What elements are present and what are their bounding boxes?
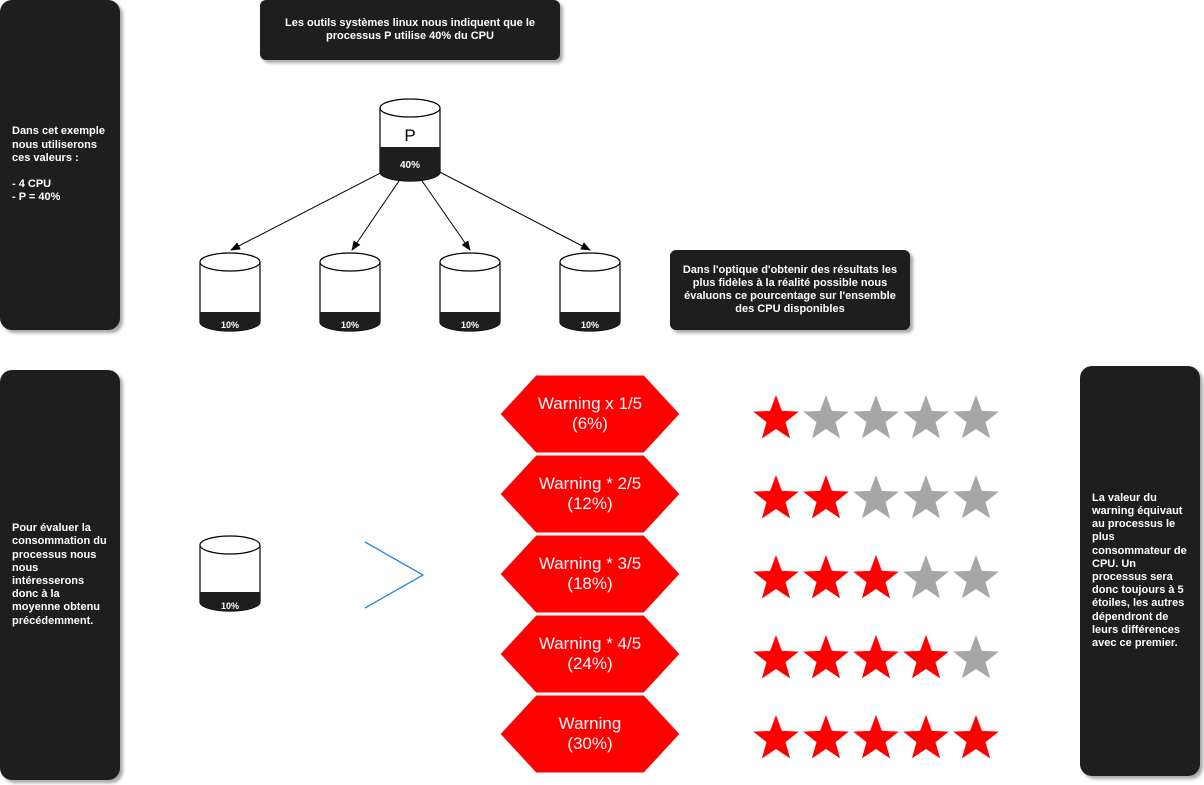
star-filled-icon — [753, 635, 799, 679]
linux-tools-text: Les outils systèmes linux nous indiquent… — [285, 16, 535, 42]
star-filled-icon — [903, 715, 949, 759]
warning-level-5: Warning (30%) — [500, 695, 680, 773]
star-rating-1 — [750, 392, 1005, 444]
star-rating-5 — [750, 712, 1005, 764]
star-filled-icon — [853, 555, 899, 599]
star-empty-icon — [953, 555, 999, 599]
cpu-cylinder-3 — [439, 252, 501, 332]
star-empty-icon — [953, 635, 999, 679]
cpu-value-3: 10% — [460, 320, 479, 330]
arrow-to-cpu-4 — [431, 167, 591, 251]
warning-scale-text: La valeur du warning équivaut au process… — [1092, 491, 1187, 649]
star-filled-icon — [753, 475, 799, 519]
star-filled-icon — [853, 715, 899, 759]
star-filled-icon — [803, 475, 849, 519]
example-values-note: Dans cet exemple nous utiliserons ces va… — [0, 0, 120, 330]
star-filled-icon — [753, 715, 799, 759]
arrow-to-cpu-3 — [419, 177, 471, 251]
star-empty-icon — [803, 395, 849, 439]
arrow-to-cpu-2 — [351, 177, 402, 251]
cpu-value-1: 10% — [220, 320, 239, 330]
warning-level-3-label: Warning * 3/5 (18%) — [538, 553, 642, 593]
star-filled-icon — [753, 555, 799, 599]
cpu-value-4: 10% — [580, 320, 599, 330]
star-rating-3 — [750, 552, 1005, 604]
star-filled-icon — [953, 715, 999, 759]
process-value: 40% — [399, 160, 420, 171]
star-empty-icon — [903, 555, 949, 599]
star-filled-icon — [803, 555, 849, 599]
star-empty-icon — [953, 475, 999, 519]
average-usage-note: Pour évaluer la consommation du processu… — [0, 370, 120, 780]
process-cylinder — [379, 98, 441, 182]
linux-tools-note: Les outils systèmes linux nous indiquent… — [260, 0, 560, 60]
cpu-spread-text: Dans l'optique d'obtenir des résultats l… — [682, 263, 898, 316]
star-filled-icon — [903, 635, 949, 679]
cpu-spread-note: Dans l'optique d'obtenir des résultats l… — [670, 250, 910, 330]
star-filled-icon — [853, 635, 899, 679]
star-empty-icon — [903, 395, 949, 439]
star-rating-4 — [750, 632, 1005, 684]
star-rating-2 — [750, 472, 1005, 524]
example-values-text: Dans cet exemple nous utiliserons ces va… — [12, 125, 105, 204]
warning-level-4: Warning * 4/5 (24%) — [500, 615, 680, 693]
star-filled-icon — [753, 395, 799, 439]
arrow-to-cpu-1 — [230, 167, 391, 251]
star-filled-icon — [803, 635, 849, 679]
average-usage-text: Pour évaluer la consommation du processu… — [12, 522, 107, 627]
cpu-cylinder-2 — [319, 252, 381, 332]
warning-level-3: Warning * 3/5 (18%) — [500, 535, 680, 613]
warning-level-2-label: Warning * 2/5 (12%) — [538, 473, 642, 513]
cpu-cylinder-4 — [559, 252, 621, 332]
star-empty-icon — [903, 475, 949, 519]
cpu-value-2: 10% — [340, 320, 359, 330]
cpu-cylinder-1 — [199, 252, 261, 332]
average-cpu-cylinder — [199, 535, 261, 612]
star-empty-icon — [853, 475, 899, 519]
star-filled-icon — [803, 715, 849, 759]
warning-level-4-label: Warning * 4/5 (24%) — [538, 633, 642, 673]
process-letter: P — [404, 126, 416, 145]
star-empty-icon — [953, 395, 999, 439]
warning-level-2: Warning * 2/5 (12%) — [500, 455, 680, 533]
chevron-right-icon — [364, 541, 425, 609]
warning-level-5-label: Warning (30%) — [558, 713, 622, 753]
warning-scale-note: La valeur du warning équivaut au process… — [1080, 366, 1200, 776]
warning-level-1: Warning x 1/5 (6%) — [500, 375, 680, 453]
average-cpu-value: 10% — [220, 601, 239, 611]
star-empty-icon — [853, 395, 899, 439]
warning-level-1-label: Warning x 1/5 (6%) — [537, 393, 643, 433]
